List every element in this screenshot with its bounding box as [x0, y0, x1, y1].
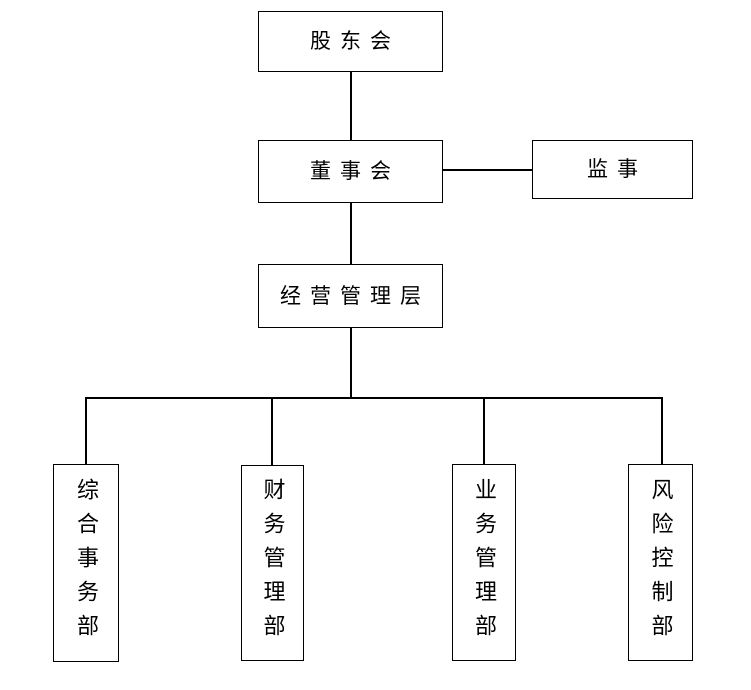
node-management-team-label: 经营管理层 — [280, 283, 430, 308]
node-general-affairs-dept-label: 综合事务部 — [74, 478, 99, 648]
connector-departments-bus — [85, 397, 663, 399]
node-business-management-dept: 业务管理部 — [452, 464, 516, 661]
connector-management-stem — [350, 328, 352, 397]
connector-drop-finance-management — [271, 397, 273, 465]
node-general-affairs-dept: 综合事务部 — [53, 464, 119, 662]
connector-board-to-management — [350, 203, 352, 264]
node-risk-control-dept: 风险控制部 — [628, 464, 693, 661]
connector-board-to-supervisor — [443, 169, 532, 171]
connector-drop-general-affairs — [85, 397, 87, 464]
node-shareholders-meeting-label: 股东会 — [310, 29, 400, 53]
node-management-team: 经营管理层 — [258, 264, 443, 328]
connector-drop-business-management — [483, 397, 485, 464]
node-risk-control-dept-label: 风险控制部 — [648, 477, 674, 648]
connector-shareholders-to-board — [350, 72, 352, 140]
node-finance-management-dept: 财务管理部 — [241, 465, 304, 661]
node-supervisor: 监事 — [532, 140, 693, 199]
node-business-management-dept-label: 业务管理部 — [472, 477, 497, 648]
node-shareholders-meeting: 股东会 — [258, 11, 443, 72]
connector-drop-risk-control — [661, 397, 663, 464]
node-finance-management-dept-label: 财务管理部 — [260, 478, 286, 648]
node-board-of-directors-label: 董事会 — [310, 159, 400, 183]
node-supervisor-label: 监事 — [587, 157, 647, 181]
node-board-of-directors: 董事会 — [258, 140, 443, 203]
